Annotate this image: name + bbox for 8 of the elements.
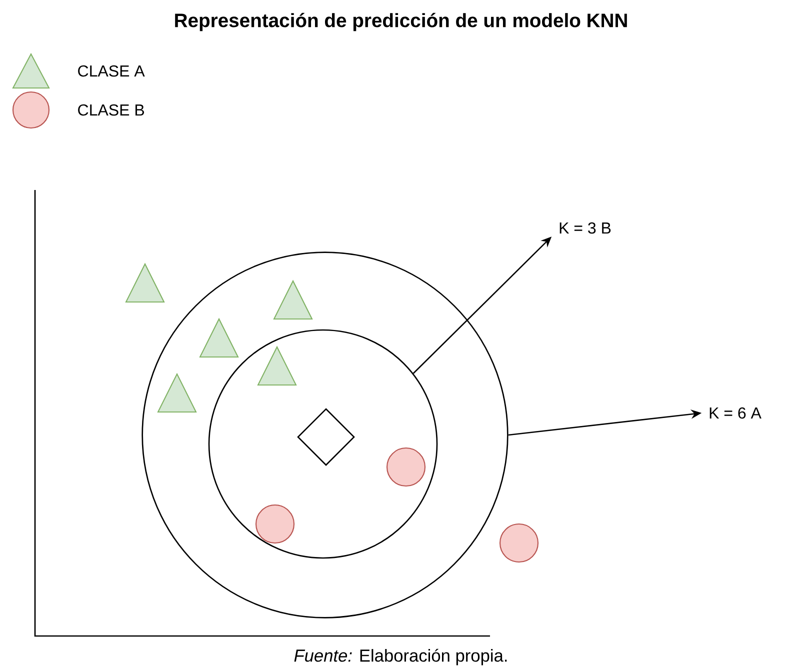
legend-label: CLASE A xyxy=(78,65,145,77)
caption: Fuente: Elaboración propia. xyxy=(294,648,507,666)
text-label: K = 6 A xyxy=(710,407,762,419)
neighbourhood-circle xyxy=(208,329,438,559)
title: Representación de predicción de un modelo KNN xyxy=(175,12,627,32)
legend-label: CLASE B xyxy=(78,104,144,116)
neighbourhood-circle xyxy=(142,252,508,618)
text-label: K = 3 B xyxy=(560,222,611,234)
